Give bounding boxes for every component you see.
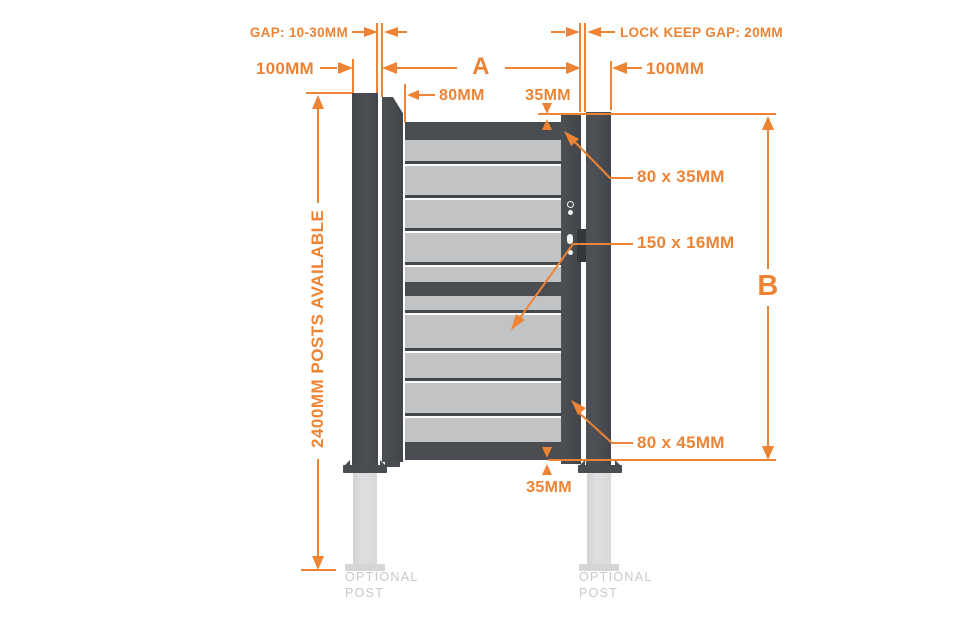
left-post-width-label: 100MM [255, 59, 314, 78]
lock-stile-profile-label: 80 x 45MM [637, 433, 725, 452]
arrowhead-left [612, 62, 627, 74]
right-post-width-label: 100MM [646, 59, 705, 78]
right-post-foot [578, 465, 622, 473]
lock-stile [561, 113, 581, 464]
dim-line [505, 67, 567, 69]
infill-board-profile-label: 150 x 16MM [637, 233, 735, 252]
arrowhead-right [364, 27, 378, 37]
lock-cylinder-icon [567, 234, 573, 244]
extension-line [584, 23, 586, 112]
lock-spyhole-icon [567, 201, 574, 208]
dim-line [767, 306, 769, 448]
slat-separator [405, 348, 561, 353]
end-line [301, 569, 336, 571]
dim-line [398, 31, 407, 33]
left-post-foot [343, 465, 387, 473]
arrowhead-right [338, 62, 353, 74]
slat-separator [405, 262, 561, 267]
slat-separator [405, 195, 561, 200]
extension-line [376, 23, 378, 93]
gate-top-rail [405, 122, 561, 140]
width-a-label: A [472, 53, 490, 80]
dim-line [352, 31, 365, 33]
slat-separator [405, 378, 561, 383]
slat-separator [405, 310, 561, 315]
gate-infill-lower [405, 296, 561, 442]
optional-post-right-label: OPTIONAL POST [579, 570, 653, 600]
extension-line [306, 92, 352, 94]
arrowhead-left [587, 27, 601, 37]
rail-profile-label: 80 x 35MM [637, 167, 725, 186]
dim-line [317, 109, 319, 203]
extension-line [352, 59, 354, 93]
arrowhead-left [382, 62, 397, 74]
optional-post-left-plate [345, 564, 385, 571]
optional-post-left [353, 473, 377, 564]
left-post-foot-ear [380, 460, 386, 466]
dim-line [627, 67, 642, 69]
arrowhead-left [384, 27, 398, 37]
extension-line [381, 23, 383, 97]
dim-line [551, 31, 565, 33]
dim-line [320, 67, 337, 69]
gate-infill-upper [405, 140, 561, 282]
arrowhead-up [312, 95, 324, 109]
arrowhead-down [542, 103, 552, 114]
lock-screw-icon [568, 210, 573, 215]
dim-line [767, 129, 769, 269]
b-bottom-extension-line [548, 459, 776, 461]
right-post-foot-ear [615, 460, 621, 466]
right-post [586, 112, 611, 465]
arrowhead-left [407, 90, 419, 100]
arrowhead-down [762, 446, 774, 460]
gate-mid-rail [405, 282, 561, 296]
dim-line [317, 459, 319, 557]
hinge-gap-label: GAP: 10-30MM [249, 25, 348, 40]
arrowhead-up [762, 116, 774, 130]
left-post-foot-ear [344, 460, 350, 466]
optional-post-right [587, 473, 611, 564]
hinge-stile [382, 97, 403, 462]
dim-line [601, 31, 615, 33]
slat-separator [405, 161, 561, 166]
bottom-inset-label: 35MM [526, 479, 572, 496]
post-length-label: 2400MM POSTS AVAILABLE [308, 209, 327, 448]
lock-keep-gap-label: LOCK KEEP GAP: 20MM [620, 25, 783, 40]
optional-post-right-plate [579, 564, 619, 571]
arrowhead-down [542, 447, 552, 458]
top-inset-label: 35MM [525, 87, 571, 104]
right-post-foot-ear [579, 460, 585, 466]
arrowhead-up [542, 464, 552, 475]
arrowhead-down [312, 556, 324, 570]
left-post [352, 93, 378, 465]
arrowhead-right [566, 27, 580, 37]
optional-post-left-label: OPTIONAL POST [345, 570, 419, 600]
lock-screw-icon [568, 250, 573, 255]
hinge-stile-width-label: 80MM [439, 87, 485, 104]
hinge-stile-foot [385, 462, 400, 467]
gate-bottom-rail [405, 442, 561, 460]
height-b-label: B [757, 270, 779, 302]
slat-separator [405, 228, 561, 233]
arrowhead-up [542, 119, 552, 130]
dim-line [419, 94, 435, 96]
extension-line [404, 84, 406, 122]
arrowhead-right [566, 62, 581, 74]
dim-line [397, 67, 457, 69]
slat-separator [405, 413, 561, 418]
b-top-extension-line [538, 113, 776, 115]
extension-line [610, 61, 612, 110]
